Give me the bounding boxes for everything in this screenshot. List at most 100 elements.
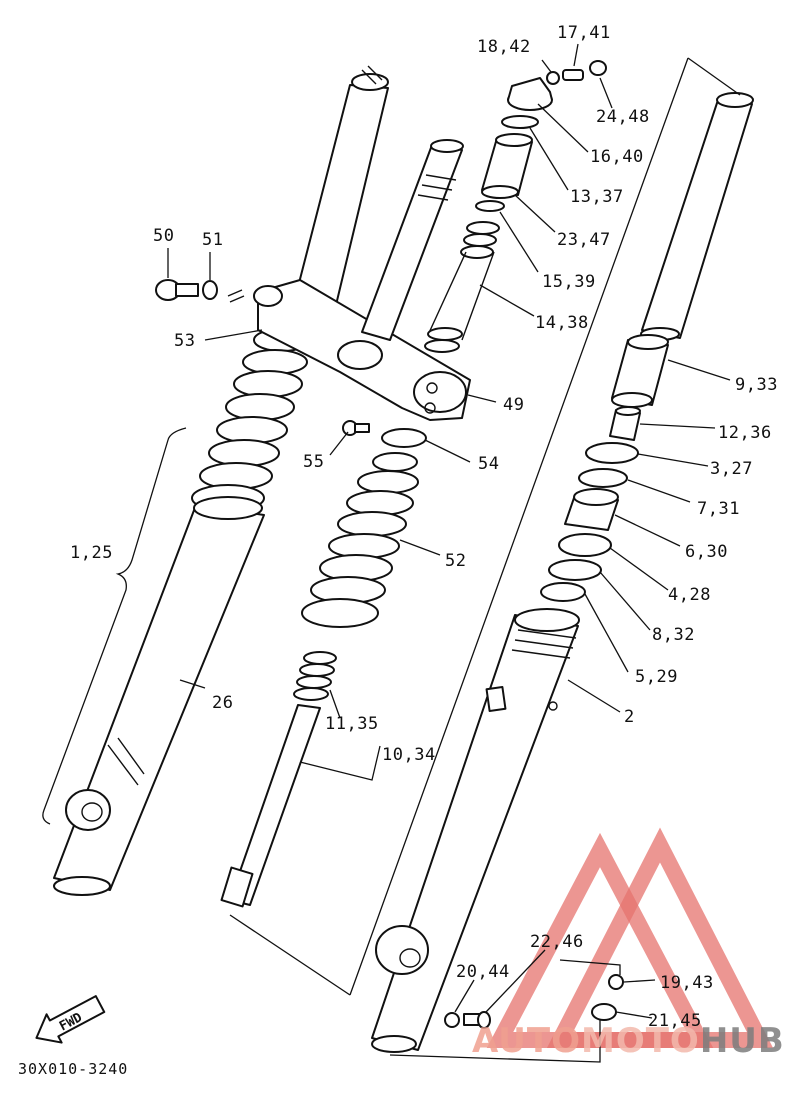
label-5-29: 5,29: [635, 667, 678, 687]
label-54: 54: [478, 454, 499, 474]
right-outer-tube-top: [514, 608, 580, 632]
label-10-34: 10,34: [382, 745, 436, 765]
right-outer-tube-bottom: [371, 1035, 417, 1053]
right-outer-tube-hole: [548, 701, 558, 711]
o-ring-18: [546, 71, 560, 85]
label-15-39: 15,39: [542, 272, 596, 292]
screw-55: [342, 420, 370, 436]
left-outer-tube-bottom: [53, 876, 111, 896]
washer-4: [558, 533, 612, 557]
watermark-text-hub: HUB: [700, 1021, 785, 1061]
damper-rod-end: [220, 866, 254, 908]
label-18-42: 18,42: [477, 37, 531, 57]
washer-51: [202, 280, 218, 300]
boot-52: [301, 452, 419, 628]
guide-line-base: [389, 1020, 601, 1063]
label-21-45: 21,45: [648, 1011, 702, 1031]
brake-hose-guide: [485, 685, 507, 713]
label-12-36: 12,36: [718, 423, 772, 443]
label-26: 26: [212, 693, 233, 713]
bushing-8: [548, 559, 602, 581]
steering-stem-top: [430, 139, 464, 153]
valve-cap-24: [589, 60, 607, 76]
diagram-code: 30X010-3240: [18, 1060, 128, 1078]
bolt-50: [155, 279, 199, 301]
left-axle-hole: [81, 802, 103, 822]
bracket-1-25: [42, 427, 187, 825]
oil-seal-6: [564, 488, 619, 531]
right-outer-tube: [371, 614, 579, 1051]
watermark-text-auto: AUTO: [472, 1021, 581, 1061]
left-outer-tube-top: [193, 496, 263, 520]
label-23-47: 23,47: [557, 230, 611, 250]
label-7-31: 7,31: [697, 499, 740, 519]
label-17-41: 17,41: [557, 23, 611, 43]
bracket-bolt-boss: [253, 285, 283, 307]
label-55: 55: [303, 452, 324, 472]
guide-line-axle: [559, 959, 621, 975]
left-cap-bolt: [361, 65, 383, 85]
label-11-35: 11,35: [325, 714, 379, 734]
label-53: 53: [174, 331, 195, 351]
label-13-37: 13,37: [570, 187, 624, 207]
leader-lines: [167, 43, 731, 1019]
label-20-44: 20,44: [456, 962, 510, 982]
label-22-46: 22,46: [530, 932, 584, 952]
right-tube-top: [716, 92, 754, 108]
label-9-33: 9,33: [735, 375, 778, 395]
label-52: 52: [445, 551, 466, 571]
fwd-arrow: FWD: [35, 995, 106, 1044]
part-21: [591, 1003, 617, 1021]
damper-rod: [229, 704, 321, 906]
label-6-30: 6,30: [685, 542, 728, 562]
part-19: [608, 974, 624, 990]
label-49: 49: [503, 395, 524, 415]
watermark-text-moto: MOTO: [581, 1021, 700, 1061]
clip-54: [381, 428, 427, 448]
right-axle-hole: [399, 948, 421, 968]
washer-7: [578, 468, 628, 488]
label-8-32: 8,32: [652, 625, 695, 645]
guide-line-main: [349, 57, 689, 996]
label-16-40: 16,40: [590, 147, 644, 167]
guide-line-top: [687, 57, 741, 96]
cap-bolt-16: [507, 77, 553, 111]
washer-20: [444, 1012, 460, 1028]
right-inner-tube: [641, 99, 753, 339]
rebound-spring: [293, 651, 337, 701]
stem-threads: [417, 174, 457, 201]
label-3-27: 3,27: [710, 459, 753, 479]
label-4-28: 4,28: [668, 585, 711, 605]
label-51: 51: [202, 230, 223, 250]
steering-stem-base: [337, 340, 383, 370]
label-14-38: 14,38: [535, 313, 589, 333]
label-19-43: 19,43: [660, 973, 714, 993]
steering-stem: [361, 144, 463, 341]
watermark-text: AUTOMOTOHUB: [472, 1021, 785, 1061]
pinch-bolt: [227, 289, 245, 303]
left-tube-top-cap: [351, 73, 389, 91]
fork-spring-14: [424, 221, 500, 353]
lower-bracket-hole-2: [424, 402, 436, 414]
left-axle-boss: [65, 789, 111, 831]
bolt-22: [463, 1011, 491, 1029]
guide-line-bottom: [229, 914, 351, 996]
air-valve-17: [562, 69, 584, 81]
left-leg-fin: [107, 737, 145, 786]
right-axle-boss: [375, 925, 429, 975]
lower-bracket-eye: [413, 371, 467, 413]
o-ring-13: [501, 115, 539, 129]
spring-seat-15: [475, 200, 505, 212]
left-rubber-boot: [191, 328, 311, 512]
bushing-5: [540, 582, 586, 602]
label-24-48: 24,48: [596, 107, 650, 127]
bracket-10-34: [299, 745, 381, 781]
label-50: 50: [153, 226, 174, 246]
left-fork-assembly: [53, 65, 389, 896]
lower-bracket: [253, 139, 471, 421]
label-1-25: 1,25: [70, 543, 113, 563]
circlip-3: [585, 442, 639, 464]
lower-bracket-hole-1: [426, 382, 438, 394]
label-2: 2: [624, 707, 635, 727]
